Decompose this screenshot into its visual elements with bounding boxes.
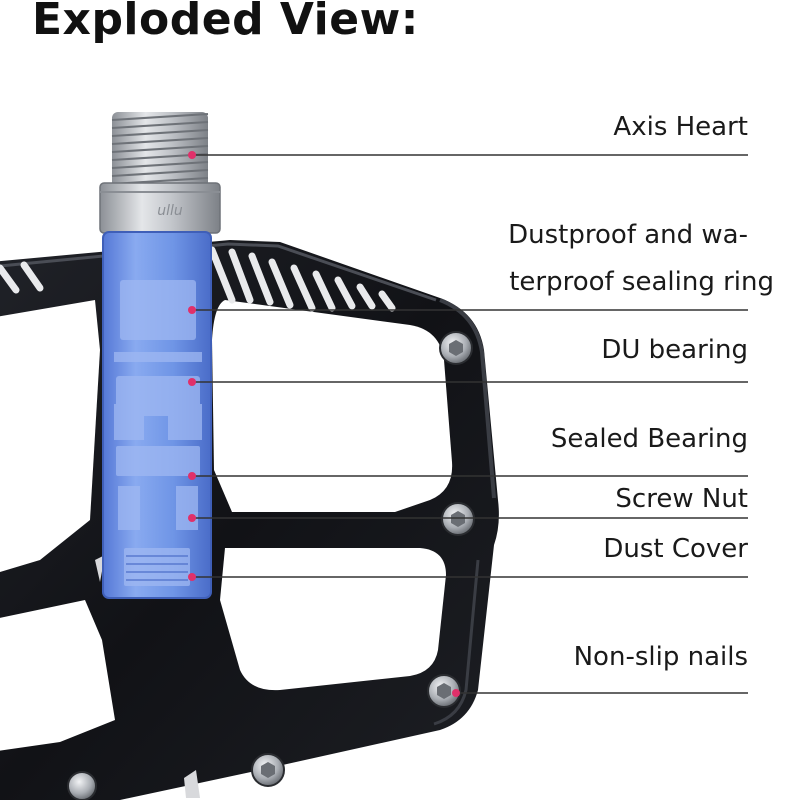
marker-dot-axis-heart xyxy=(188,151,196,159)
spindle-overlay xyxy=(102,231,212,599)
marker-dot-sealed-bearing xyxy=(188,472,196,480)
bolt-icon xyxy=(67,771,97,801)
label-sealed-bearing: Sealed Bearing xyxy=(550,424,748,454)
page-title: Exploded View: xyxy=(32,0,419,45)
label-du-bearing: DU bearing xyxy=(601,335,748,365)
bolt-icon xyxy=(439,331,473,365)
axle-hex: ullu xyxy=(99,182,221,234)
label-screw-nut: Screw Nut xyxy=(615,484,748,514)
label-sealing-ring-line2: terproof sealing ring xyxy=(509,267,774,297)
marker-dot-dust-cover xyxy=(188,573,196,581)
label-non-slip-nails: Non-slip nails xyxy=(573,642,748,672)
label-dust-cover: Dust Cover xyxy=(603,534,748,564)
axle-thread xyxy=(111,112,209,190)
axle-marking: ullu xyxy=(157,203,183,219)
leader-lines xyxy=(188,151,748,697)
pedal-body xyxy=(0,240,499,800)
marker-dot-non-slip-nails xyxy=(452,689,460,697)
bolt-icon xyxy=(251,753,285,787)
bolt-group xyxy=(67,331,475,801)
marker-dot-du-bearing xyxy=(188,378,196,386)
bolt-icon xyxy=(427,674,461,708)
marker-dot-sealing-ring xyxy=(188,306,196,314)
label-axis-heart: Axis Heart xyxy=(613,112,748,142)
label-sealing-ring-line1: Dustproof and wa- xyxy=(508,220,748,250)
marker-dot-screw-nut xyxy=(188,514,196,522)
bolt-icon xyxy=(441,502,475,536)
